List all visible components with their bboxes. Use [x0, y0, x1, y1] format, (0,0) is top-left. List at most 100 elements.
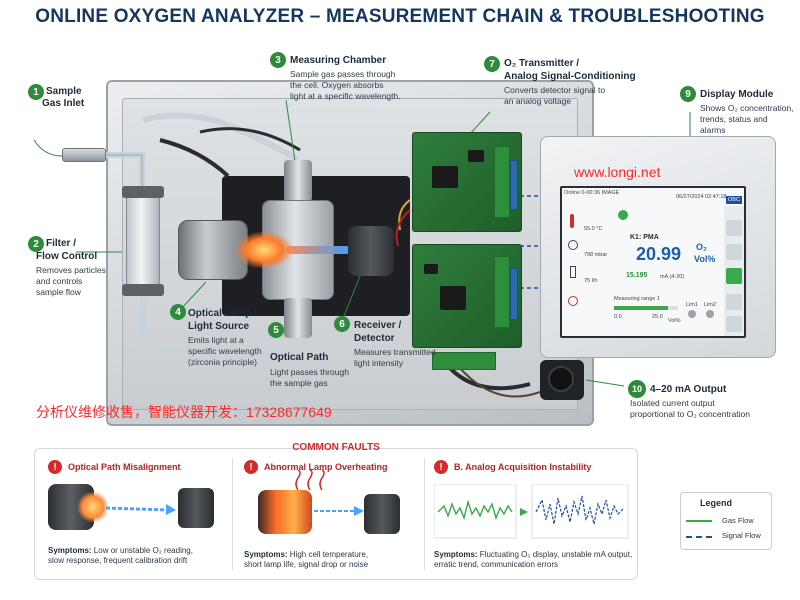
label-4-desc-2: specific wavelength — [188, 346, 262, 356]
legend-signal-flow-label: Signal Flow — [722, 531, 761, 540]
flow-icon — [570, 266, 576, 278]
status-ok-icon — [618, 210, 628, 220]
receiver-detector — [348, 226, 394, 276]
pcb-chip — [424, 264, 438, 274]
fault-3-title: B. Analog Acquisition Instability — [454, 462, 591, 472]
limit1-led-icon — [688, 310, 696, 318]
optical-beam — [286, 246, 350, 254]
screen-tag[interactable]: OBC — [726, 196, 742, 204]
chamber-top-port — [284, 160, 312, 202]
legend-signal-flow-swatch — [686, 536, 712, 538]
badge-9: 9 — [680, 86, 696, 102]
screen-k1-label: K1: PMA — [630, 234, 659, 241]
label-3-desc-2: the cell. Oxygen absorbs — [290, 80, 384, 90]
watermark-phone: 分析仪维修收售，智能仪器开发：17328677649 — [36, 402, 332, 422]
range-bar-fill — [614, 306, 668, 310]
limit2-led-icon — [706, 310, 714, 318]
label-9-desc-3: alarms — [700, 125, 726, 135]
screen-alarm-button[interactable] — [726, 294, 742, 310]
screen-flow-value: 75 l/h — [584, 278, 597, 284]
fault-1-beam — [106, 500, 176, 516]
label-5-title: Optical Path — [270, 352, 328, 363]
label-7-desc-2: an analog voltage — [504, 96, 571, 106]
legend-gas-flow-swatch — [686, 520, 712, 522]
fault-2-symptoms: Symptoms: High cell temperature, short l… — [244, 550, 368, 570]
label-3-title: Measuring Chamber — [290, 55, 386, 66]
alert-icon: ! — [48, 460, 62, 474]
screen-o2-label: O₂ — [696, 242, 707, 252]
badge-5: 5 — [268, 322, 284, 338]
fault-3-symptoms: Symptoms: Fluctuating O₂ display, unstab… — [434, 550, 632, 570]
lamp-glow — [236, 232, 292, 268]
label-3-desc-3: light at a specific wavelength. — [290, 91, 401, 101]
screen-ma-unit: mA (4-20) — [660, 274, 684, 280]
screen-home-button[interactable] — [726, 220, 742, 236]
filter-bottom-cap — [122, 284, 164, 296]
label-2-desc-2: and controls — [36, 276, 82, 286]
screen-ma-value: 15.195 — [626, 272, 647, 279]
pcb-terminal — [494, 256, 510, 328]
label-1-line-2: Gas Inlet — [42, 98, 84, 109]
pcb-terminal-blue — [510, 160, 518, 210]
fault-3-signal-waveforms — [434, 484, 630, 540]
label-2-line-1: Filter / — [46, 238, 76, 249]
label-2-desc-3: sample flow — [36, 287, 81, 297]
screen-range-unit: Vol% — [668, 318, 681, 324]
screen-o2-value: 20.99 — [636, 244, 681, 265]
pcb-terminal-strip — [432, 352, 496, 370]
screen-header-left: Online 0-00:36 IMAGE — [564, 190, 619, 196]
pcb-chip — [440, 286, 466, 310]
chamber-bottom-port — [284, 298, 312, 338]
screen-pressure-value: 798 mbar — [584, 252, 607, 258]
screen-settings-button[interactable] — [726, 268, 742, 284]
filter-housing — [126, 192, 160, 288]
screen-trend-button[interactable] — [726, 244, 742, 260]
screen-header-right: 06/27/2024 02:47:18 — [676, 194, 726, 200]
label-7-line-2: Analog Signal-Conditioning — [504, 71, 636, 82]
screen-limit1: Lim1 — [686, 302, 698, 308]
fault-2-beam — [314, 504, 364, 518]
screen-range-max: 25.0 — [652, 314, 663, 320]
output-connector-socket-icon — [548, 366, 574, 392]
label-4-desc-1: Emits light at a — [188, 335, 244, 345]
alert-icon: ! — [244, 460, 258, 474]
label-5-desc-2: the sample gas — [270, 378, 328, 388]
fault-divider — [232, 458, 233, 570]
pcb-chip — [468, 150, 484, 162]
badge-3: 3 — [270, 52, 286, 68]
label-7-line-1: O₂ Transmitter / — [504, 58, 579, 69]
screen-range-min: 0.0 — [614, 314, 622, 320]
legend-gas-flow-label: Gas Flow — [722, 516, 754, 525]
heat-waves-icon — [292, 470, 332, 492]
fault-1-glow — [78, 492, 108, 522]
label-10-desc-2: proportional to O₂ concentration — [630, 409, 750, 419]
sample-gas-inlet-fitting — [62, 148, 106, 162]
label-9-title: Display Module — [700, 89, 773, 100]
label-7-desc-1: Converts detector signal to — [504, 85, 605, 95]
label-5-desc-1: Light passes through — [270, 367, 349, 377]
screen-o2-unit: Vol% — [694, 254, 715, 264]
gauge-icon — [568, 240, 578, 250]
fault-1-title: Optical Path Misalignment — [68, 462, 181, 472]
legend-title: Legend — [700, 498, 732, 508]
alert-icon: ! — [434, 460, 448, 474]
badge-10: 10 — [628, 380, 646, 398]
pcb-chip — [432, 166, 458, 188]
label-1-line-1: Sample — [46, 86, 82, 97]
screen-range-label: Measuring range 1 — [614, 296, 660, 302]
alarm-icon — [568, 296, 578, 306]
label-10-desc-1: Isolated current output — [630, 398, 715, 408]
label-4-line-2: Light Source — [188, 321, 249, 332]
screen-info-button[interactable] — [726, 316, 742, 332]
pcb-terminal — [494, 146, 510, 218]
label-4-desc-3: (zirconia principle) — [188, 357, 257, 367]
label-2-desc-1: Removes particles — [36, 265, 106, 275]
fault-divider — [424, 458, 425, 570]
label-3-desc-1: Sample gas passes through — [290, 69, 395, 79]
fault-1-receiver — [178, 488, 214, 528]
label-6-desc-2: light intensity — [354, 358, 403, 368]
screen-temp-value: 55.0 °C — [584, 226, 602, 232]
fault-2-receiver — [364, 494, 400, 534]
badge-2: 2 — [28, 236, 44, 252]
fault-1-symptoms: Symptoms: Low or unstable O₂ reading, sl… — [48, 546, 193, 566]
